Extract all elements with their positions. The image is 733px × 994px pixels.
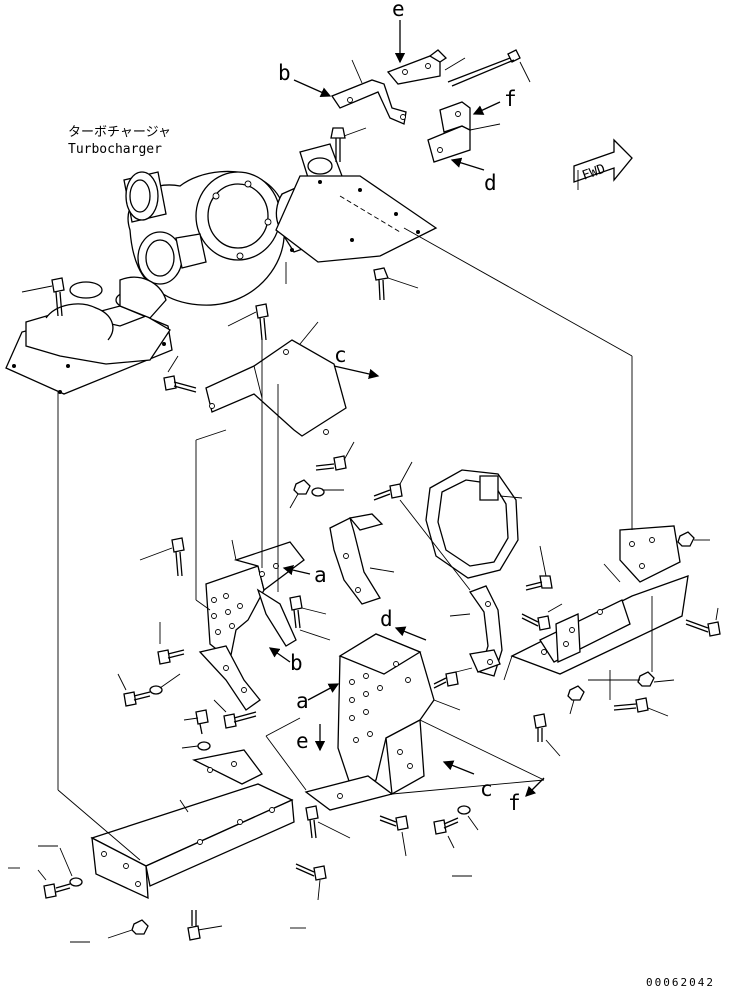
arrow-f-top xyxy=(472,101,501,115)
arrow-f-center xyxy=(525,777,545,797)
bolt-right-stem xyxy=(533,713,561,757)
bolt-center-bottom-3 xyxy=(433,817,459,849)
washer-bottom-1 xyxy=(59,847,83,887)
bolt-center-bottom-1 xyxy=(305,805,351,839)
clamp-bracket-right xyxy=(449,585,503,677)
upper-bracket-d xyxy=(427,101,501,163)
arrow-b-left xyxy=(268,647,291,663)
bolt-center-bottom-2 xyxy=(379,815,409,857)
bolt-mid-2 xyxy=(373,461,413,501)
bolt-left-1 xyxy=(139,537,185,577)
label-e-center: e xyxy=(296,729,309,753)
bolt-heat-shield-top xyxy=(227,303,269,341)
bolt-upper-manifold xyxy=(330,127,367,162)
arrow-c-center xyxy=(442,760,475,775)
label-f-center: f xyxy=(508,791,521,815)
nut-right-mid xyxy=(567,685,585,715)
bolt-center-stem xyxy=(289,595,327,629)
nut-right-upper xyxy=(677,531,710,547)
bracket-center-main xyxy=(304,633,435,811)
bolt-small-left xyxy=(183,709,209,735)
washer-left xyxy=(149,673,181,695)
arrow-d-top xyxy=(450,157,485,171)
bolt-bottom-2 xyxy=(187,910,223,941)
bolt-left-2 xyxy=(157,622,185,665)
bolt-bottom-3 xyxy=(295,863,327,901)
washer-center-bottom xyxy=(457,805,479,831)
washer-mid xyxy=(311,487,344,497)
label-b-left: b xyxy=(290,651,303,675)
bolt-heat-shield-left xyxy=(163,355,197,393)
upper-bracket-e xyxy=(386,49,466,85)
turbocharger xyxy=(123,170,287,306)
caption-english: Turbocharger xyxy=(68,142,162,157)
bracket-left-upper xyxy=(205,539,305,662)
drawing-number: 00062042 xyxy=(646,976,715,989)
bolt-left-4 xyxy=(213,699,257,729)
upper-bracket-b xyxy=(331,59,407,125)
bolt-left-manifold xyxy=(21,277,65,317)
bolt-center-right xyxy=(433,667,473,689)
label-c-upper: c xyxy=(334,343,347,367)
nut-bottom xyxy=(107,919,149,939)
bracket-bottom-left xyxy=(90,749,295,900)
nut-right-lower xyxy=(637,671,675,687)
arrow-a-center xyxy=(307,683,340,701)
bracket-right xyxy=(510,525,689,675)
bolt-left-3 xyxy=(117,673,151,707)
label-d-center: d xyxy=(380,607,393,631)
arrow-a-left xyxy=(282,564,311,576)
bracket-left-lower xyxy=(198,645,261,711)
label-f-top: f xyxy=(504,87,517,111)
bolt-clamp-right-2 xyxy=(521,603,563,631)
caption-japanese: ターボチャージャ xyxy=(68,125,171,140)
label-c-center: c xyxy=(480,777,493,801)
heat-shield xyxy=(205,321,347,437)
bolt-mid-1 xyxy=(315,441,355,471)
exhaust-manifold-left xyxy=(5,276,173,395)
arrow-c-upper xyxy=(333,365,380,380)
bolt-right-side xyxy=(685,607,721,637)
arrow-d-center xyxy=(394,626,427,641)
bolt-top-right xyxy=(447,49,531,87)
arrow-b-top xyxy=(293,79,332,98)
label-e-top: e xyxy=(392,0,405,21)
assembly-lines xyxy=(57,227,653,861)
bolt-bottom-1 xyxy=(37,869,71,899)
washer-small-left xyxy=(181,741,211,751)
label-a-left: a xyxy=(314,563,327,587)
insulation-band xyxy=(425,469,523,579)
bolt-clamp-right xyxy=(525,545,553,591)
bolt-right-lower xyxy=(613,697,669,717)
label-a-center: a xyxy=(296,689,309,713)
nut-mid xyxy=(289,479,311,509)
label-d-top: d xyxy=(484,171,497,195)
mounting-plate-right xyxy=(275,175,438,263)
clamp-bracket-center xyxy=(329,513,395,605)
bolt-manifold-side xyxy=(373,267,419,301)
label-b-top: b xyxy=(278,61,291,85)
forward-direction-sign: FWD xyxy=(573,138,633,190)
